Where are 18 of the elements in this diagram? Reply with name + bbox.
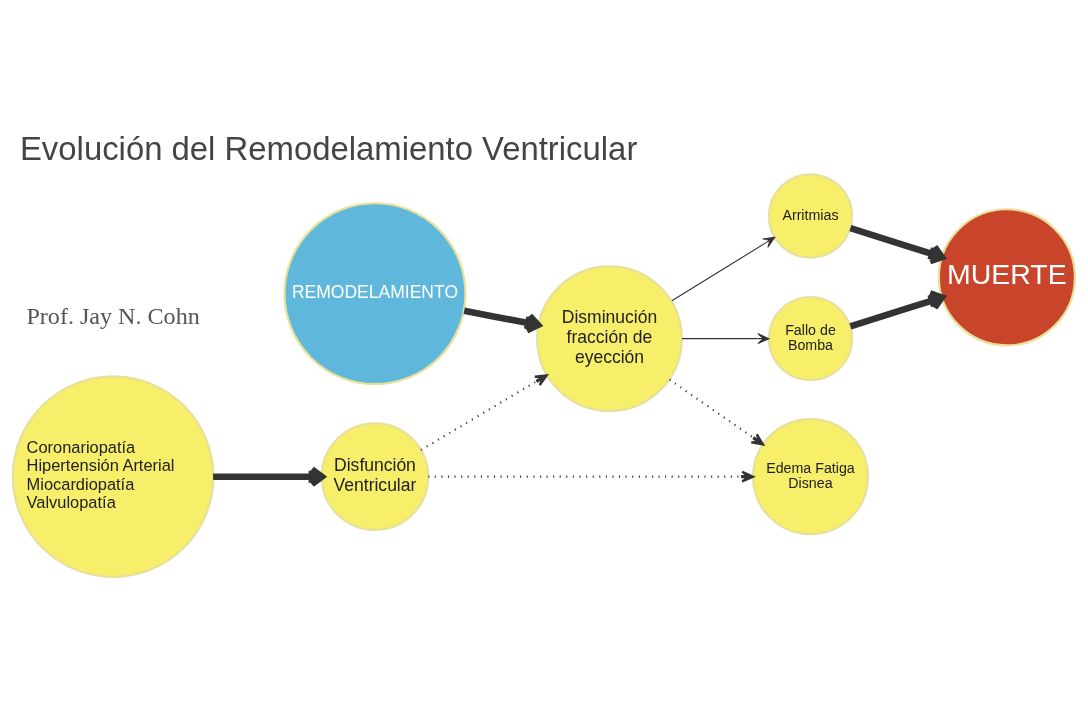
arrow bbox=[420, 374, 548, 451]
arrow bbox=[463, 307, 542, 334]
node-circle: MUERTE bbox=[937, 208, 1076, 347]
node-circle: Disminución fracción de eyección bbox=[536, 265, 683, 413]
arrow bbox=[681, 333, 770, 345]
node-circle: Fallo de Bomba bbox=[767, 295, 854, 382]
label: Prof. Jay N. Cohn bbox=[26, 302, 200, 329]
node-circle: Disfunción Ventricular bbox=[320, 422, 430, 531]
node-circle: Coronariopatía Hipertensión Arterial Miocardiopatía Valvulopatía bbox=[11, 375, 215, 578]
arrow bbox=[428, 470, 755, 483]
arrow bbox=[671, 236, 776, 302]
arrow bbox=[213, 466, 326, 488]
arrow bbox=[849, 290, 946, 330]
node-circle: Arritmias bbox=[767, 173, 854, 259]
node-circle: REMODELAMIENTO bbox=[283, 202, 467, 386]
arrow bbox=[669, 378, 765, 446]
diagram-title: Evolución del Remodelamiento Ventricular bbox=[19, 130, 638, 168]
arrow bbox=[849, 225, 946, 265]
